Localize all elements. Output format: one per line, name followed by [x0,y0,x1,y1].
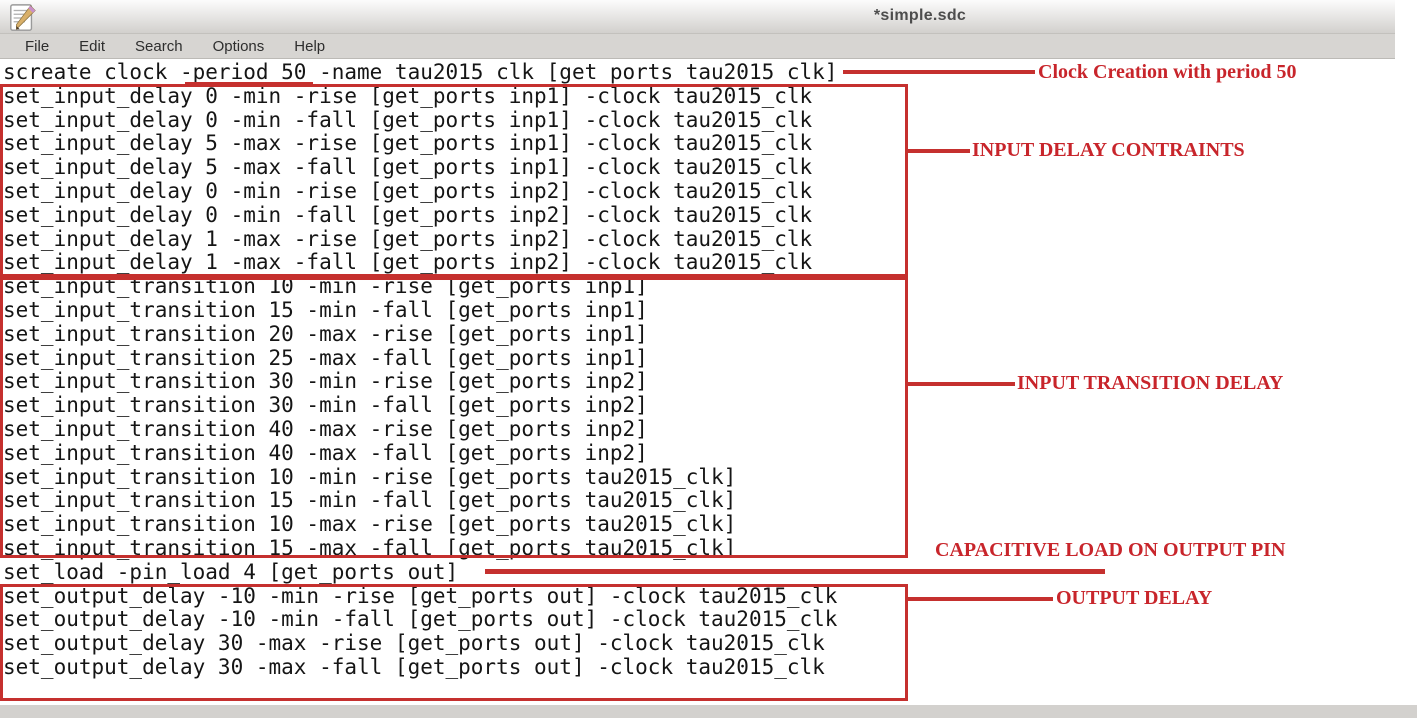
code-line: set_input_transition 15 -max -fall [get_… [3,535,737,560]
annotation-box-input-transition [0,277,908,558]
annotation-box-input-delay [0,84,908,277]
code-line: set_output_delay -10 -min -fall [get_por… [3,607,838,632]
code-line: set_input_delay 0 -min -fall [get_ports … [3,107,813,132]
code-line: set_output_delay -10 -min -rise [get_por… [3,583,838,608]
output-delay-annotation-line [905,597,1053,601]
menu-search[interactable]: Search [135,37,183,55]
code-line: set_output_delay 30 -max -fall [get_port… [3,654,825,679]
code-line: set_input_delay 5 -max -fall [get_ports … [3,155,813,180]
menu-options[interactable]: Options [212,37,265,55]
menu-help[interactable]: Help [294,37,326,55]
code-line: screate clock -period 50 -name tau2015 c… [3,60,838,84]
annotation-output-delay: OUTPUT DELAY [1056,587,1213,609]
window-title: *simple.sdc [873,7,967,24]
code-line: set_input_transition 30 -min -fall [get_… [3,393,648,418]
period-underline [185,82,313,87]
annotation-cap-load: CAPACITIVE LOAD ON OUTPUT PIN [935,539,1286,561]
code-line: set_input_transition 20 -max -rise [get_… [3,321,648,346]
annotation-clock-creation: Clock Creation with period 50 [1038,61,1297,83]
window-bottom-edge [0,705,1417,718]
menu-file[interactable]: File [25,37,50,55]
code-line: set_input_transition 10 -max -rise [get_… [3,512,737,537]
code-line: set_input_delay 1 -max -rise [get_ports … [3,226,813,251]
cap-load-annotation-line [485,569,1105,574]
code-line: set_output_delay 30 -max -rise [get_port… [3,631,825,656]
menu-bar: File Edit Search Options Help [0,34,1395,59]
input-delay-annotation-line [905,149,970,153]
code-line: set_input_delay 1 -max -fall [get_ports … [3,250,813,275]
code-line: set_input_delay 0 -min -rise [get_ports … [3,83,813,108]
code-line: set_input_transition 15 -min -fall [get_… [3,297,648,322]
code-line: set_load -pin_load 4 [get_ports out] [3,559,459,584]
input-transition-annotation-line [905,382,1015,386]
clock-annotation-line [843,70,1035,74]
title-bar[interactable]: *simple.sdc [0,0,1395,34]
code-line: set_input_transition 15 -min -fall [get_… [3,488,737,513]
code-line: set_input_delay 0 -min -rise [get_ports … [3,178,813,203]
annotation-input-delay: INPUT DELAY CONTRAINTS [972,139,1245,161]
leafpad-app-icon[interactable] [8,3,38,33]
code-line: set_input_transition 10 -min -rise [get_… [3,464,737,489]
annotation-box-output-delay [0,584,908,701]
text-editor-area[interactable]: screate clock -period 50 -name tau2015 c… [3,60,838,680]
code-line: set_input_transition 40 -max -rise [get_… [3,416,648,441]
code-line: set_input_transition 30 -min -rise [get_… [3,369,648,394]
code-line: set_input_transition 40 -max -fall [get_… [3,440,648,465]
code-line: set_input_delay 0 -min -fall [get_ports … [3,202,813,227]
code-line: set_input_transition 10 -min -rise [get_… [3,274,648,299]
menu-edit[interactable]: Edit [79,37,106,55]
code-line: set_input_delay 5 -max -rise [get_ports … [3,131,813,156]
annotation-input-transition: INPUT TRANSITION DELAY [1017,372,1284,394]
code-line: set_input_transition 25 -max -fall [get_… [3,345,648,370]
